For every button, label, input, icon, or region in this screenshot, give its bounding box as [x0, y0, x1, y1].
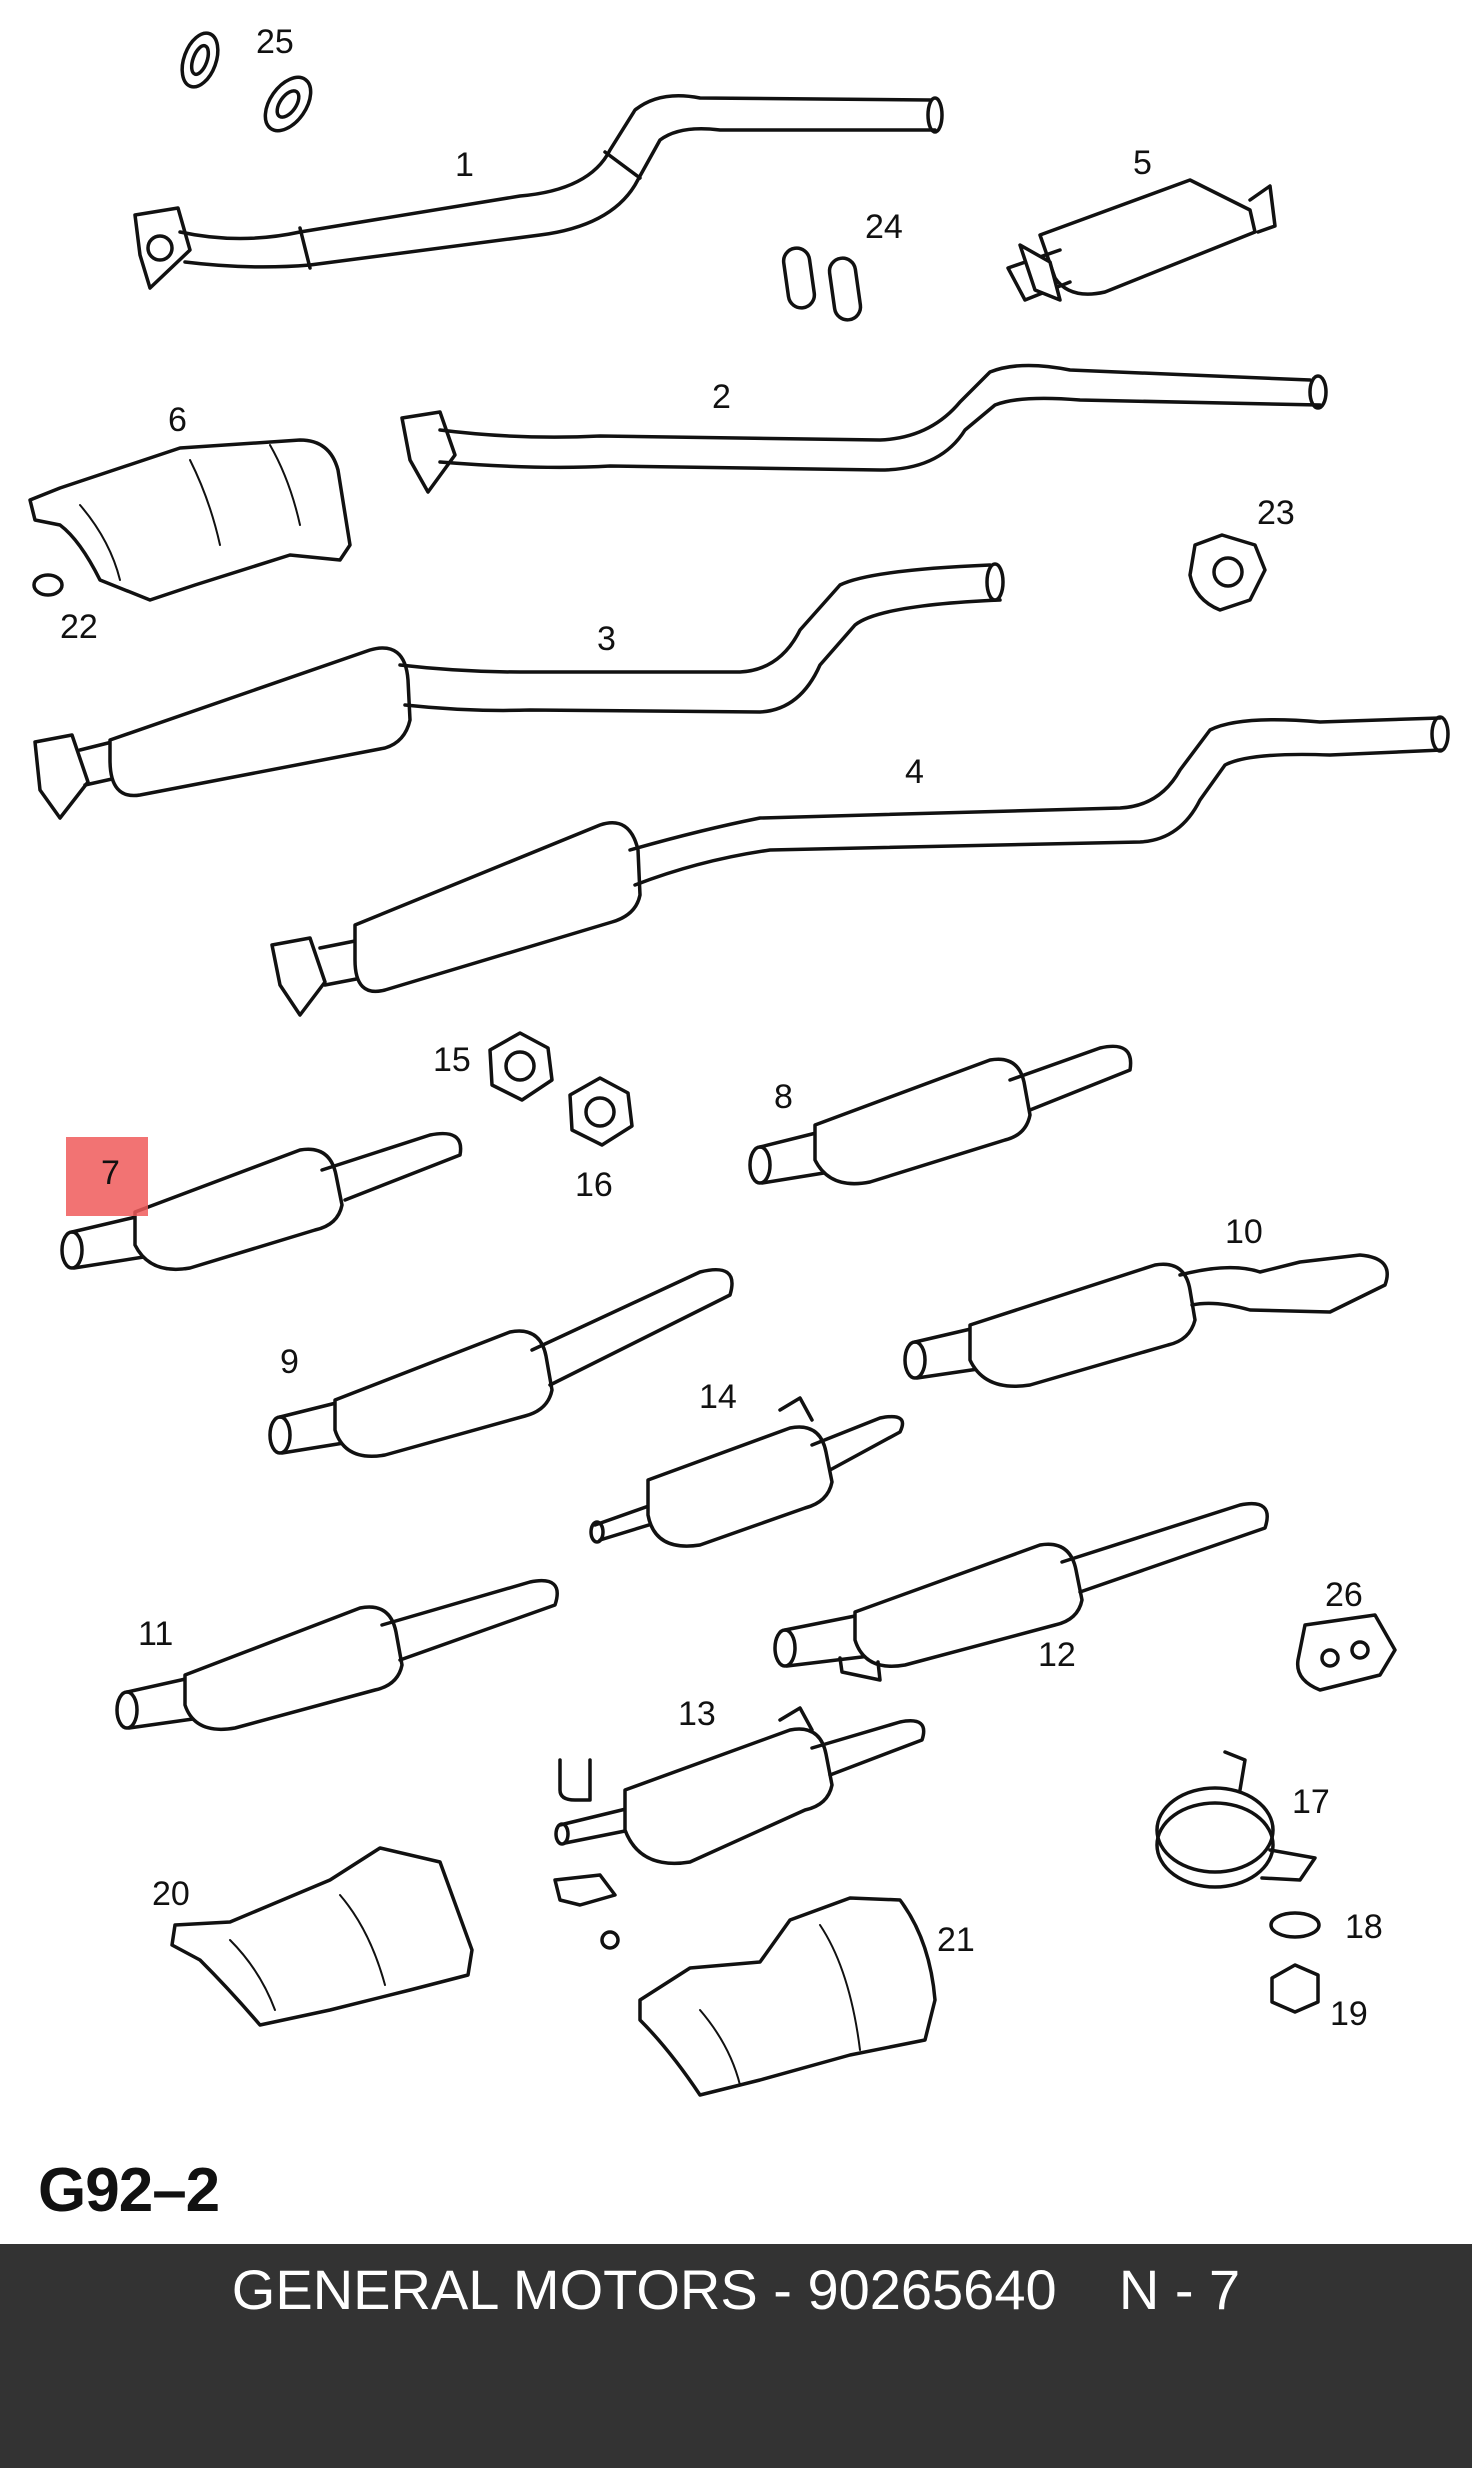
callout-7[interactable]: 7	[101, 1154, 120, 1192]
part-7-rear-muffler	[60, 1131, 463, 1272]
callout-1[interactable]: 1	[455, 146, 474, 184]
callout-24[interactable]: 24	[865, 208, 903, 246]
small-nut	[600, 1930, 620, 1950]
diagram-artwork	[28, 31, 1450, 2097]
callout-11[interactable]: 11	[138, 1615, 174, 1653]
part-5-muffler	[1006, 178, 1277, 302]
part-6-heat-shield	[28, 438, 352, 602]
callout-20[interactable]: 20	[152, 1875, 190, 1913]
part-16-nut	[568, 1076, 634, 1147]
callout-22[interactable]: 22	[60, 608, 98, 646]
part-17-clamp	[1155, 1750, 1317, 1889]
callout-10[interactable]: 10	[1225, 1213, 1263, 1251]
part-18-washer	[1269, 1911, 1321, 1939]
part-3-muffler-pipe	[33, 562, 1005, 820]
footer-position: N - 7	[1118, 2258, 1241, 2321]
callout-17[interactable]: 17	[1292, 1783, 1330, 1821]
part-12-rear-muffler	[773, 1502, 1269, 1682]
callout-18[interactable]: 18	[1345, 1908, 1383, 1946]
part-24-mounting-rings	[781, 246, 863, 322]
part-10-rear-muffler	[903, 1253, 1389, 1388]
clamp-bracket	[553, 1873, 617, 1907]
callout-9[interactable]: 9	[280, 1343, 299, 1381]
footer-part-number: 90265640	[807, 2258, 1057, 2321]
part-22-nut	[32, 573, 64, 597]
callout-16[interactable]: 16	[575, 1166, 613, 1204]
part-8-rear-muffler	[748, 1044, 1133, 1186]
callout-23[interactable]: 23	[1257, 494, 1295, 532]
part-2-pipe	[400, 363, 1328, 494]
u-bolt	[558, 1758, 592, 1802]
callout-15[interactable]: 15	[433, 1041, 471, 1079]
part-4-muffler-pipe	[270, 715, 1450, 1017]
callout-8[interactable]: 8	[774, 1078, 793, 1116]
callout-12[interactable]: 12	[1038, 1636, 1076, 1674]
callout-4[interactable]: 4	[905, 753, 924, 791]
callout-3[interactable]: 3	[597, 620, 616, 658]
highlighted-callout-marker	[66, 1137, 148, 1216]
callout-5[interactable]: 5	[1133, 144, 1152, 182]
callout-26[interactable]: 26	[1325, 1576, 1363, 1614]
part-9-rear-muffler	[268, 1267, 734, 1458]
part-23-clamp	[1188, 533, 1267, 612]
part-13-rear-silencer	[553, 1706, 926, 1950]
part-20-heat-shield	[170, 1846, 474, 2027]
footer-caption: GENERAL MOTORS - 90265640 N - 7	[0, 2244, 1472, 2318]
part-19-nut	[1270, 1963, 1320, 2014]
part-11-rear-muffler	[115, 1579, 559, 1732]
part-26-rubber-mount	[1295, 1613, 1397, 1692]
footer-bar: GENERAL MOTORS - 90265640 N - 7	[0, 2244, 1472, 2468]
part-1-front-pipe	[133, 94, 944, 290]
diagram-code: G92–2	[38, 2156, 220, 2225]
footer-separator: -	[773, 2258, 792, 2321]
part-14-rear-silencer	[589, 1396, 905, 1548]
callout-14[interactable]: 14	[699, 1378, 737, 1416]
callout-25[interactable]: 25	[256, 23, 294, 61]
part-15-nut	[488, 1031, 554, 1102]
part-21-heat-shield	[638, 1896, 937, 2097]
footer-brand: GENERAL MOTORS	[231, 2258, 758, 2321]
callout-13[interactable]: 13	[678, 1695, 716, 1733]
part-25-gaskets	[180, 31, 313, 133]
callout-2[interactable]: 2	[712, 378, 731, 416]
callout-19[interactable]: 19	[1330, 1995, 1368, 2033]
callout-6[interactable]: 6	[168, 401, 187, 439]
callout-21[interactable]: 21	[937, 1921, 975, 1959]
